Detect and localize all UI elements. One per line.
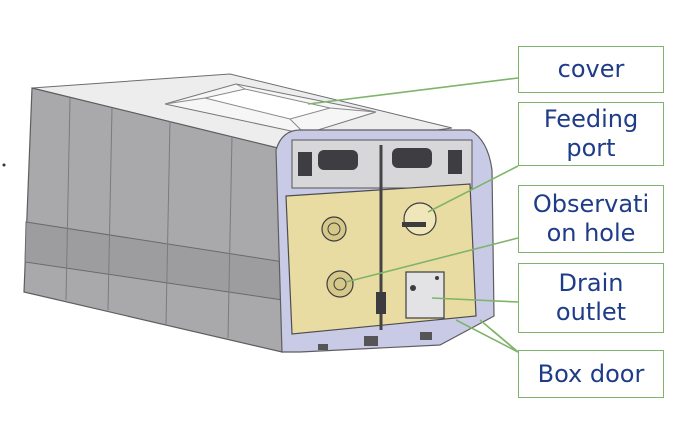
- observation-hole-upper: [321, 216, 347, 242]
- margin-mark: [2, 163, 6, 167]
- feeding-port: [402, 202, 437, 236]
- drain-outlet: [405, 271, 445, 319]
- label-drain-outlet: Drain outlet: [518, 263, 664, 333]
- center-rod: [376, 145, 386, 330]
- side-seams: [65, 97, 233, 339]
- label-observation-hole: Observati on hole: [518, 185, 664, 253]
- label-cover: cover: [518, 46, 664, 93]
- bottom-fixtures: [318, 332, 432, 350]
- leader-lines: [307, 77, 519, 353]
- observation-hole-lower: [326, 270, 354, 298]
- label-feeding-port: Feeding port: [518, 102, 664, 166]
- label-box-door: Box door: [518, 350, 664, 398]
- mechanism-cylinders: [298, 148, 462, 176]
- cover-part: [164, 83, 377, 135]
